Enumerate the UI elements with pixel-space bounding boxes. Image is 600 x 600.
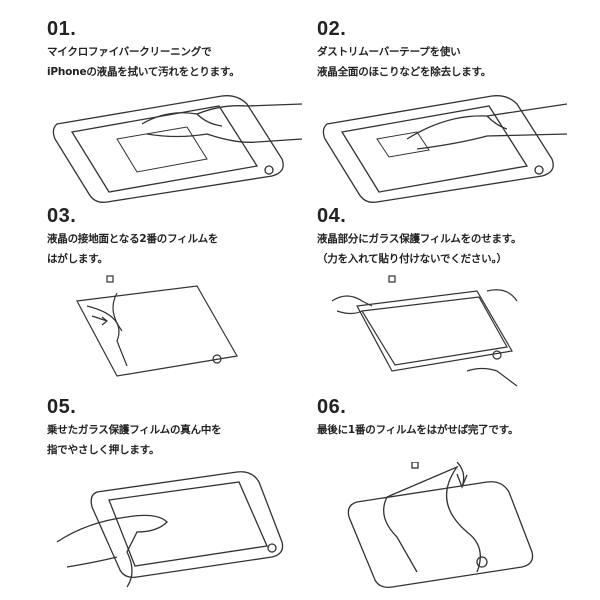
peel-film-2-illustration bbox=[76, 275, 238, 377]
step-number: 05. bbox=[47, 396, 77, 418]
step-text-line1: マイクロファイバークリーニングで bbox=[47, 46, 212, 58]
press-center-illustration bbox=[56, 471, 284, 588]
step-5: 05. 乗せたガラス保護フィルムの真ん中を 指でやさしく押します。 bbox=[47, 396, 317, 588]
peel-film-1-illustration bbox=[347, 462, 534, 588]
step-text-line1: 乗せたガラス保護フィルムの真ん中を bbox=[47, 424, 222, 436]
step-text-line2: 指でやさしく押します。 bbox=[47, 444, 160, 456]
step-text-line1: 最後に1番のフィルムをはがせば完了です。 bbox=[317, 424, 519, 436]
step-number: 01. bbox=[47, 18, 77, 40]
step-text-line1: 液晶の接地面となる2番のフィルムを bbox=[47, 233, 219, 245]
step-text-line2: 液晶全面のほこりなどを除去します。 bbox=[317, 66, 492, 78]
step-text-line1: ダストリムーバーテープを使い bbox=[317, 46, 461, 58]
phone-wipe-illustration bbox=[52, 95, 303, 203]
step-number: 04. bbox=[317, 205, 347, 227]
step-number: 03. bbox=[47, 205, 77, 227]
step-2: 02. ダストリムーバーテープを使い 液晶全面のほこりなどを除去します。 bbox=[317, 18, 587, 208]
step-text-line2: はがします。 bbox=[47, 253, 108, 265]
step-3: 03. 液晶の接地面となる2番のフィルムを はがします。 bbox=[47, 205, 317, 395]
step-text-line1: 液晶部分にガラス保護フィルムをのせます。 bbox=[317, 233, 522, 245]
phone-dust-removal-illustration bbox=[322, 95, 568, 203]
step-number: 06. bbox=[317, 396, 347, 418]
step-number: 02. bbox=[317, 18, 347, 40]
step-text-line2: iPhoneの液晶を拭いて汚れをとります。 bbox=[47, 66, 240, 78]
step-4: 04. 液晶部分にガラス保護フィルムをのせます。 （力を入れて貼り付けないでくだ… bbox=[317, 205, 587, 395]
step-6: 06. 最後に1番のフィルムをはがせば完了です。 bbox=[317, 396, 587, 588]
step-text-line2: （力を入れて貼り付けないでください。） bbox=[317, 253, 507, 265]
step-1: 01. マイクロファイバークリーニングで iPhoneの液晶を拭いて汚れをとりま… bbox=[47, 18, 317, 208]
place-glass-illustration bbox=[331, 275, 518, 387]
